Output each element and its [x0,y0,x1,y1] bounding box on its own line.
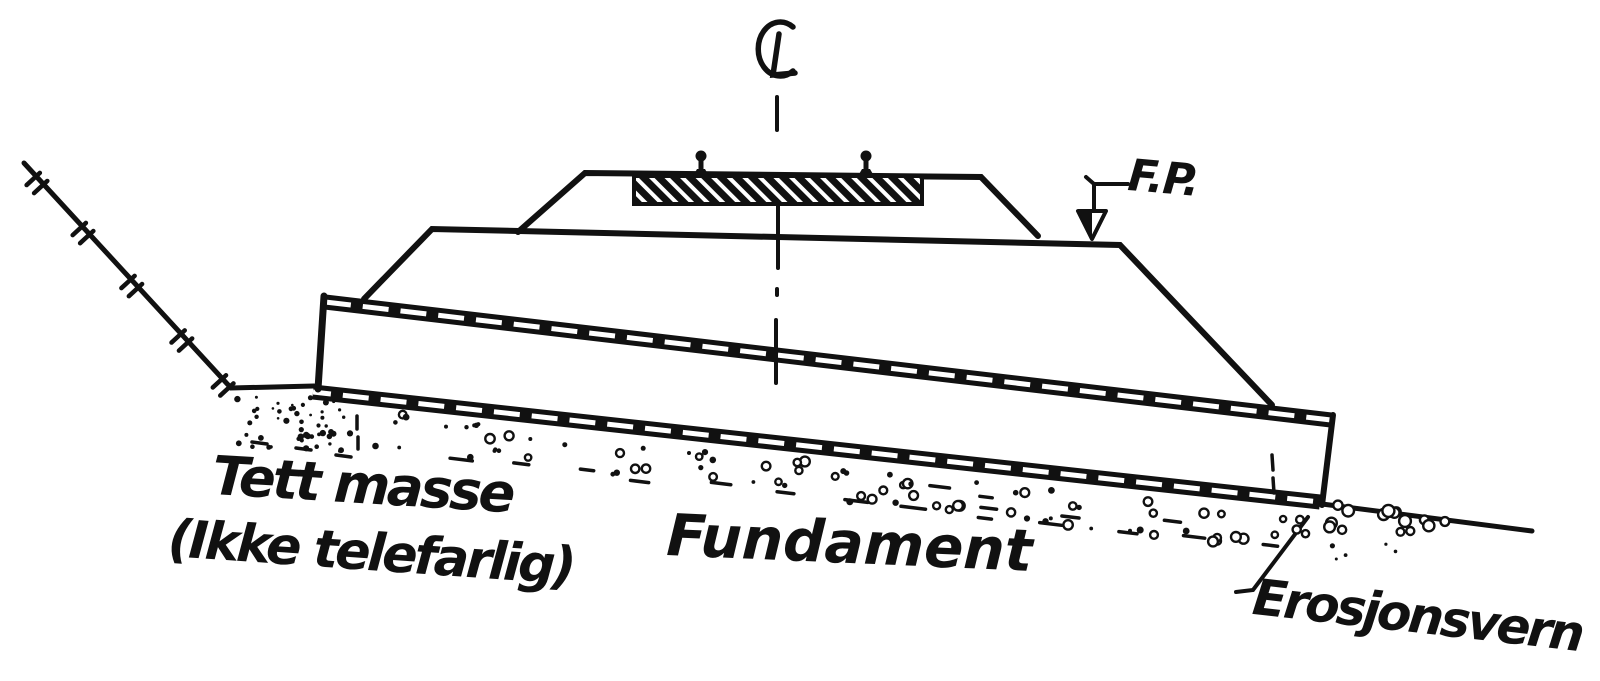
slope-ticks-icon [24,170,236,398]
bottom-layer-left-edge [314,292,328,393]
bottom-layer-right-edge [1319,412,1336,508]
ballast-icon [632,174,924,206]
erosion-stones-icon [1294,499,1451,561]
centerline-dashes [774,95,780,385]
foundation-dashed-boundary [250,414,1280,548]
natural-ground-left [21,160,317,398]
label-foundation: Fundament [665,501,1034,585]
left-rail-icon [693,150,709,176]
foundation-soil-texture [372,409,1311,548]
centerline-icon [755,19,798,79]
dense-mass-stipple [234,395,354,454]
label-formation-level: F.P. [1125,150,1201,207]
erosion-leader-line [1234,515,1310,594]
level-marker-icon [1076,175,1130,241]
right-rail-icon [858,150,874,176]
embankment-bottom-layer [312,292,1336,510]
